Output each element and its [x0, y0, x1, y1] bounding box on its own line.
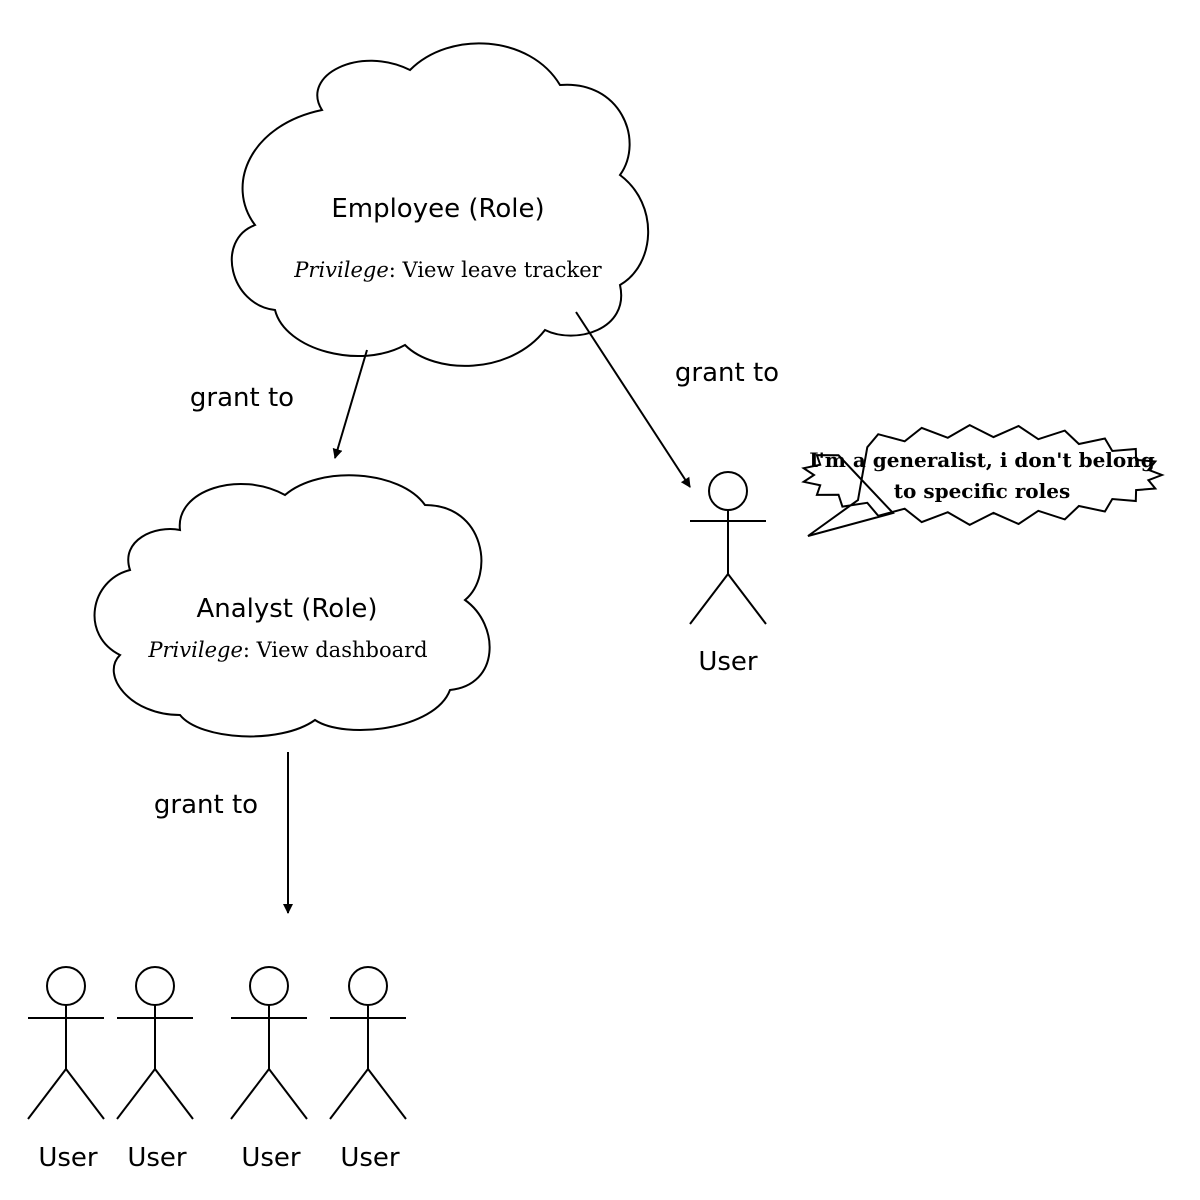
analyst-user-4[interactable]: User — [329, 966, 407, 1173]
employee-privilege-label: Privilege — [293, 258, 388, 282]
employee-role-title: Employee (Role) — [331, 194, 544, 224]
analyst-user-1[interactable]: User — [27, 966, 105, 1173]
analyst-privilege-value: View dashboard — [256, 638, 428, 662]
edge-employee-to-user-label: grant to — [675, 358, 779, 388]
employee-privilege-separator: : — [389, 258, 403, 282]
speech-bubble-line-1: I'm a generalist, i don't belong — [809, 448, 1155, 472]
generalist-user[interactable]: User — [689, 471, 767, 677]
edge-employee-to-user[interactable]: grant to — [575, 311, 779, 488]
edge-analyst-to-users-label: grant to — [154, 790, 258, 820]
user-stick-figure-icon — [27, 966, 105, 1120]
speech-burst-shape — [801, 423, 1165, 537]
user-stick-figure-icon — [689, 471, 767, 625]
analyst-role-title: Analyst (Role) — [196, 594, 377, 624]
user-stick-figure-icon — [116, 966, 194, 1120]
speech-bubble-line-2: to specific roles — [894, 479, 1070, 503]
generalist-speech-bubble: I'm a generalist, i don't belong to spec… — [801, 423, 1165, 537]
analyst-privilege-label: Privilege — [147, 638, 242, 662]
analyst-user-4-label: User — [340, 1143, 400, 1173]
user-stick-figure-icon — [230, 966, 308, 1120]
analyst-user-3-label: User — [241, 1143, 301, 1173]
user-stick-figure-icon — [329, 966, 407, 1120]
edge-employee-to-analyst[interactable]: grant to — [190, 349, 368, 459]
edge-analyst-to-users[interactable]: grant to — [154, 752, 293, 914]
generalist-user-label: User — [698, 647, 758, 677]
analyst-privilege-line: Privilege: View dashboard — [147, 638, 427, 662]
analyst-cloud-shape — [93, 474, 491, 738]
analyst-users-group: User User User — [27, 966, 407, 1173]
employee-privilege-value: View leave tracker — [402, 258, 603, 282]
analyst-user-1-label: User — [38, 1143, 98, 1173]
analyst-user-2-label: User — [127, 1143, 187, 1173]
edge-employee-to-user-arrow — [575, 311, 691, 488]
employee-role-node[interactable]: Employee (Role) Privilege: View leave tr… — [230, 42, 650, 367]
analyst-user-3[interactable]: User — [230, 966, 308, 1173]
edge-employee-to-analyst-label: grant to — [190, 383, 294, 413]
analyst-role-node[interactable]: Analyst (Role) Privilege: View dashboard — [93, 474, 491, 738]
employee-privilege-line: Privilege: View leave tracker — [293, 258, 602, 282]
analyst-privilege-separator: : — [243, 638, 257, 662]
edge-employee-to-analyst-arrow — [332, 349, 368, 459]
analyst-user-2[interactable]: User — [116, 966, 194, 1173]
